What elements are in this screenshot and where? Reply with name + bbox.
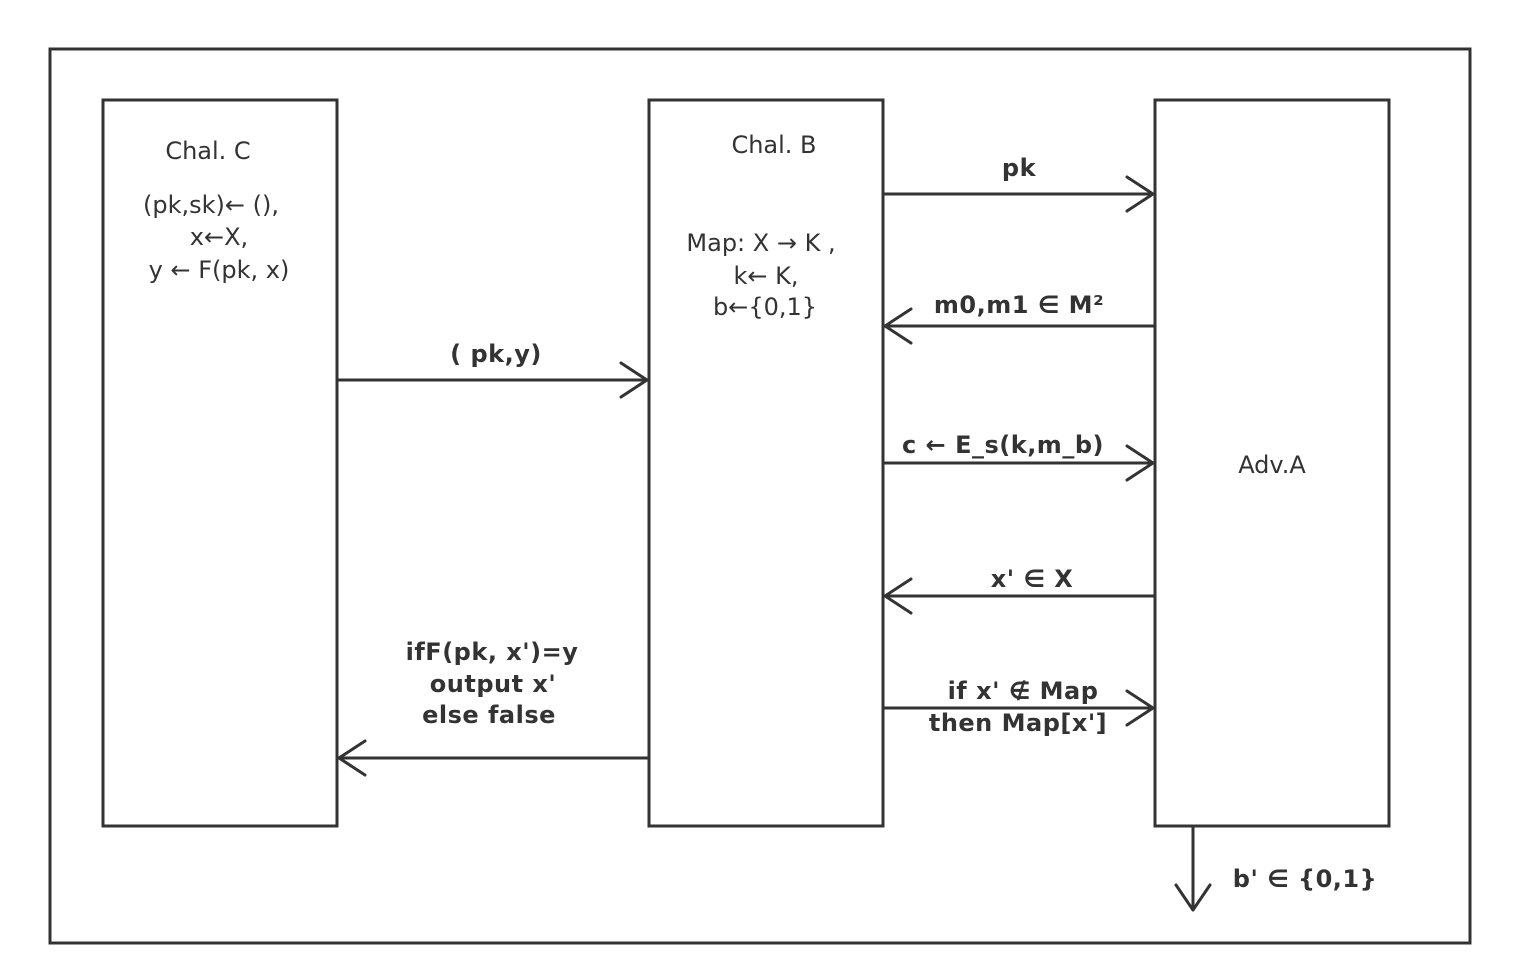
arrow-a-to-b-x (883, 577, 1155, 615)
arrow-adversary-output (1174, 826, 1212, 912)
message-pk-y: ( pk,y) (450, 340, 542, 368)
challenger-c-line: (pk,sk)← (), (143, 191, 279, 219)
message-result-line: else false (422, 701, 556, 729)
challenger-b-title: Chal. B (731, 131, 816, 159)
message-ciphertext: c ← E_s(k,m_b) (902, 431, 1104, 459)
message-x-prime: x' ∈ X (991, 565, 1074, 593)
adversary-box (1153, 98, 1391, 828)
arrow-a-to-b-messages (883, 307, 1155, 345)
challenger-c-title: Chal. C (165, 137, 250, 165)
message-pk: pk (1002, 154, 1037, 182)
arrow-b-to-a-pk (883, 175, 1155, 213)
message-m0-m1: m0,m1 ∈ M² (934, 291, 1104, 319)
challenger-c-line: x←X, (190, 223, 248, 251)
adversary-title: Adv.A (1238, 451, 1306, 479)
challenger-c-box (101, 98, 339, 828)
arrow-b-to-c-result (337, 739, 649, 777)
message-result-line: output x' (430, 670, 556, 698)
challenger-b-line: k← K, (733, 262, 798, 290)
challenger-b-box (647, 98, 885, 828)
message-b-prime: b' ∈ {0,1} (1233, 865, 1377, 893)
arrow-b-to-a-ciphertext (883, 444, 1155, 482)
message-map-line: then Map[x'] (929, 709, 1107, 737)
challenger-b-line: b←{0,1} (713, 293, 817, 321)
message-result-line: ifF(pk, x')=y (406, 638, 579, 666)
arrow-c-to-b (337, 361, 649, 399)
challenger-c-line: y ← F(pk, x) (149, 256, 290, 284)
challenger-b-line: Map: X → K , (686, 229, 835, 257)
message-map-line: if x' ∉ Map (948, 677, 1099, 705)
arrow-b-to-a-map (883, 689, 1155, 727)
